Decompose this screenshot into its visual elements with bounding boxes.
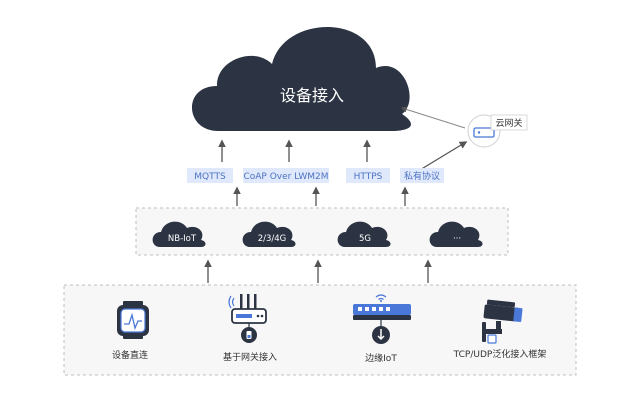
gateway-arrow xyxy=(400,106,466,129)
gateway-label-box xyxy=(490,114,528,131)
device-label: TCP/UDP泛化接入框架 xyxy=(453,348,547,360)
network-cloud-more: ··· xyxy=(429,221,483,247)
gateway-led-icon xyxy=(477,131,481,134)
protocol-row: MQTTS CoAP Over LWM2M HTTPS 私有协议 xyxy=(187,168,444,183)
cloud-icon xyxy=(152,221,206,247)
smartwatch-icon xyxy=(117,301,149,339)
protocol-tag-private: 私有协议 xyxy=(400,168,444,183)
protocol-tag-coap: CoAP Over LWM2M xyxy=(243,168,329,183)
device-label: 基于网关接入 xyxy=(223,351,277,363)
cloud-icon xyxy=(242,221,296,247)
edge-switch-icon xyxy=(353,294,411,344)
protocol-label: CoAP Over LWM2M xyxy=(243,172,328,182)
cloud-title: 设备接入 xyxy=(280,86,344,105)
cloud: 设备接入 xyxy=(191,26,411,131)
network-cloud-nbiot: NB-IoT xyxy=(152,221,206,247)
cloud-icon xyxy=(337,221,391,247)
protocol-tag-mqtts: MQTTS xyxy=(187,168,233,183)
network-label: ··· xyxy=(453,234,461,244)
protocol-to-cloud-arrows xyxy=(218,139,371,162)
gateway-label: 云网关 xyxy=(495,117,522,129)
protocol-label: MQTTS xyxy=(194,172,226,182)
protocol-label: 私有协议 xyxy=(404,170,440,182)
device-label: 设备直连 xyxy=(112,349,148,361)
network-label: 5G xyxy=(359,234,371,244)
router-gateway-icon xyxy=(228,294,267,343)
camera-icon xyxy=(482,299,523,344)
cloud-shape xyxy=(191,26,411,131)
network-to-protocol-arrows xyxy=(233,186,409,206)
cloud-icon xyxy=(429,221,483,247)
gateway-device-icon xyxy=(473,127,495,138)
protocol-tag-https: HTTPS xyxy=(346,168,390,183)
network-layer: NB-IoT 2/3/4G 5G ··· xyxy=(135,207,509,256)
device-label: 边缘IoT xyxy=(365,352,397,364)
cloud-gateway: 云网关 xyxy=(400,106,528,177)
network-cloud-234g: 2/3/4G xyxy=(242,221,296,247)
network-label: 2/3/4G xyxy=(258,234,287,244)
protocol-label: HTTPS xyxy=(354,172,383,182)
network-label: NB-IoT xyxy=(168,234,197,244)
device-to-network-arrows xyxy=(204,259,432,283)
device-layer: 设备直连 基于网关接入 xyxy=(63,284,577,376)
network-cloud-5g: 5G xyxy=(337,221,391,247)
